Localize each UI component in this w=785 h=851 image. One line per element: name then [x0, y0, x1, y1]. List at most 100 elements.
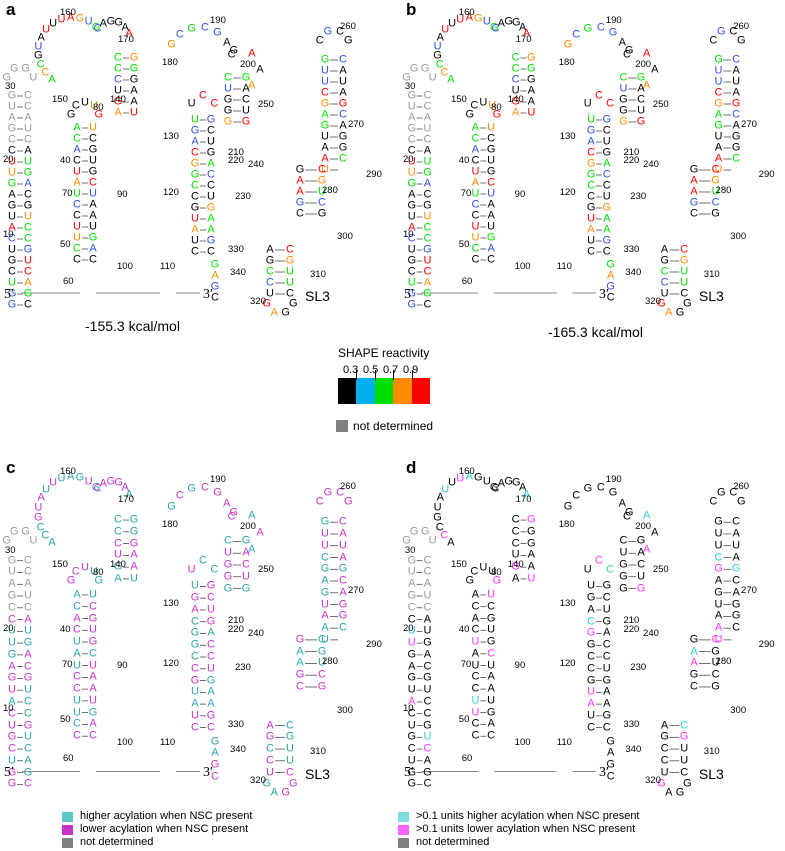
- nucleotide: C: [199, 89, 207, 102]
- nucleotide: C: [680, 243, 689, 256]
- nucleotide: G: [129, 525, 139, 538]
- nucleotide: U: [286, 276, 294, 289]
- position-number: 270: [348, 585, 364, 597]
- nucleotide: A: [48, 73, 56, 85]
- nucleotide: G: [402, 534, 411, 547]
- nucleotide: G: [711, 680, 720, 693]
- nucleotide: G: [586, 124, 596, 137]
- shape-scale-segment: [393, 378, 412, 404]
- nucleotide: U: [407, 719, 416, 731]
- nucleotide: G: [527, 73, 536, 86]
- nucleotide: C: [24, 265, 32, 278]
- nucleotide: G: [511, 476, 521, 489]
- nucleotide: G: [407, 287, 417, 300]
- position-number: 280: [322, 185, 338, 196]
- nucleotide: A: [487, 198, 495, 211]
- nucleotide: C: [602, 591, 611, 604]
- nucleotide: A: [714, 108, 723, 121]
- position-number: 240: [643, 159, 659, 170]
- nucleotide: G: [714, 97, 723, 110]
- shape-legend-title: SHAPE reactivity: [338, 346, 430, 360]
- nucleotide: C: [602, 638, 611, 651]
- nucleotide: C: [471, 682, 480, 695]
- legend-c-nd-label: not determined: [80, 836, 154, 848]
- nucleotide: G: [23, 166, 33, 179]
- nucleotide: A: [223, 36, 231, 49]
- nucleotide: A: [321, 108, 329, 121]
- nucleotide: C: [24, 742, 32, 755]
- nucleotide: A: [511, 572, 520, 585]
- position-number: 250: [652, 564, 669, 575]
- nucleotide: A: [665, 786, 673, 799]
- nucleotide: A: [587, 223, 595, 236]
- position-number: 300: [730, 231, 747, 242]
- nucleotide: U: [471, 635, 480, 648]
- nucleotide: C: [732, 515, 741, 528]
- nucleotide: G: [206, 146, 216, 159]
- free-energy-b: -165.3 kcal/mol: [548, 324, 643, 340]
- nucleotide: U: [587, 579, 596, 592]
- nucleotide: U: [407, 683, 416, 696]
- nucleotide: A: [296, 185, 304, 198]
- position-number: 90: [514, 189, 526, 200]
- nucleotide: C: [89, 600, 97, 613]
- nucleotide: C: [73, 623, 81, 636]
- nucleotide: G: [106, 475, 116, 488]
- nucleotide: C: [71, 565, 80, 578]
- nucleotide: C: [89, 176, 97, 189]
- nucleotide: C: [587, 662, 596, 675]
- nucleotide: G: [619, 115, 628, 128]
- nucleotide: A: [465, 11, 473, 24]
- nucleotide: C: [210, 563, 219, 576]
- nucleotide: C: [423, 298, 432, 311]
- position-number: 100: [117, 737, 133, 749]
- nucleotide: C: [24, 601, 32, 614]
- nucleotide: U: [266, 287, 274, 300]
- position-number: 250: [652, 99, 669, 110]
- nucleotide: G: [492, 108, 502, 121]
- nucleotide: A: [339, 86, 347, 99]
- nucleotide: U: [321, 163, 329, 176]
- nucleotide: C: [602, 650, 611, 663]
- nucleotide: C: [321, 551, 329, 563]
- position-number: 330: [623, 244, 640, 255]
- nucleotide: G: [660, 254, 669, 267]
- nucleotide: A: [339, 527, 347, 540]
- position-number: 240: [248, 159, 264, 170]
- nucleotide: G: [714, 53, 723, 66]
- nucleotide: G: [114, 476, 123, 489]
- nucleotide: A: [732, 527, 740, 540]
- nucleotide: G: [731, 130, 741, 143]
- nucleotide: C: [606, 563, 615, 576]
- nucleotide: A: [690, 645, 698, 658]
- nucleotide: C: [211, 770, 219, 783]
- position-number: 140: [110, 94, 126, 105]
- nucleotide: G: [563, 500, 573, 513]
- nucleotide: U: [224, 82, 232, 95]
- nucleotide: G: [23, 719, 33, 731]
- nucleotide: U: [81, 96, 89, 109]
- position-number: 240: [248, 628, 264, 640]
- nucleotide: U: [602, 603, 611, 616]
- nucleotide: C: [423, 601, 432, 614]
- nucleotide: G: [167, 38, 176, 51]
- nucleotide: C: [729, 486, 738, 499]
- nucleotide: C: [423, 707, 432, 720]
- nucleotide: U: [487, 623, 496, 636]
- nucleotide: A: [207, 212, 215, 225]
- nucleotide: G: [586, 626, 596, 639]
- nucleotide: C: [423, 133, 432, 146]
- nucleotide: A: [207, 626, 215, 639]
- nucleotide: A: [211, 746, 219, 759]
- position-number: 40: [458, 155, 470, 166]
- nucleotide: U: [339, 75, 347, 88]
- nucleotide: C: [8, 265, 16, 278]
- position-number: 230: [235, 662, 251, 674]
- nucleotide: U: [42, 23, 51, 36]
- position-number: 80: [93, 567, 104, 579]
- nucleotide: U: [286, 265, 294, 278]
- nucleotide: G: [527, 51, 536, 64]
- position-number: 20: [402, 622, 414, 634]
- nucleotide: U: [407, 243, 416, 256]
- nucleotide: U: [73, 659, 81, 672]
